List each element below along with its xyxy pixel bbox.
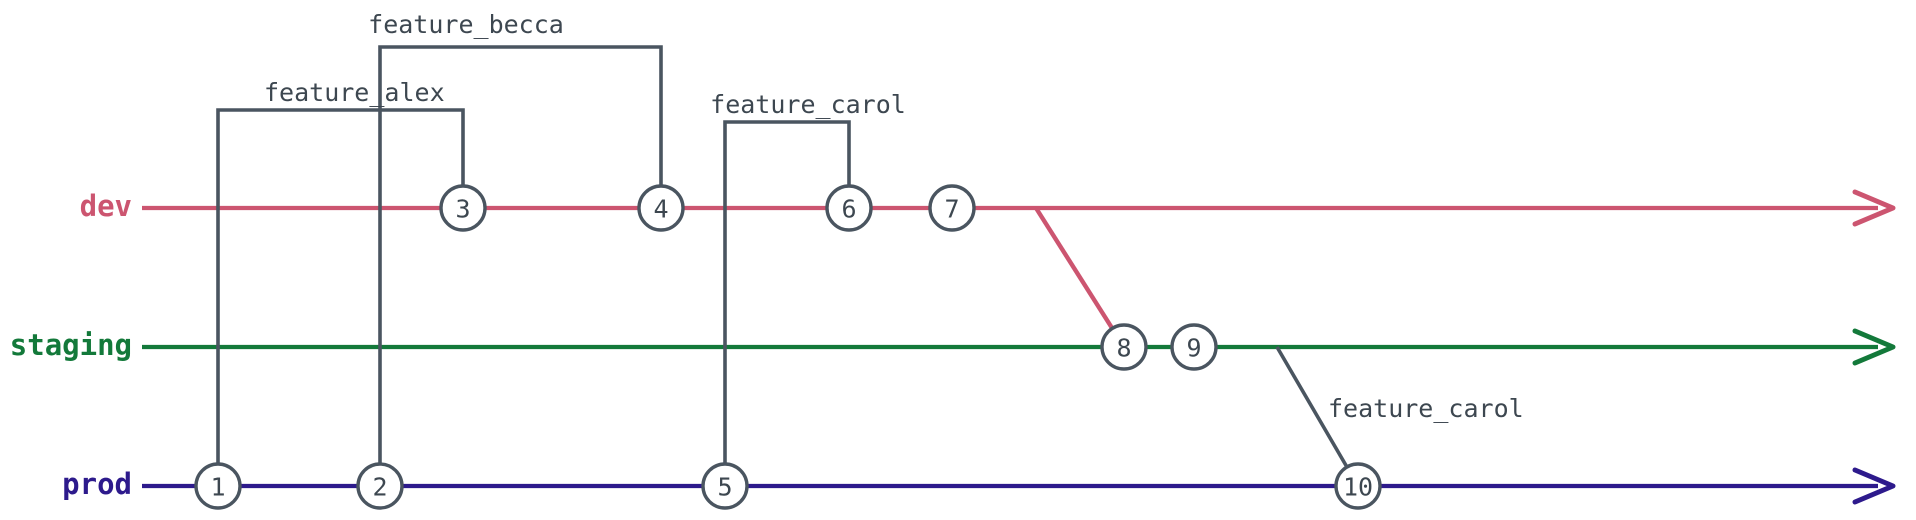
commit-label-7: 7 [944,195,959,224]
commit-circle-6[interactable] [825,184,873,232]
edge-feature-carol-deploy [1275,346,1360,487]
commit-circle-5[interactable] [701,462,749,510]
branch-labels: feature_alex feature_becca feature_carol… [264,10,1524,423]
edge-feature-becca [378,45,663,486]
arrow-dev-icon [1852,189,1896,227]
commit-label-3: 3 [455,195,470,224]
commit-node-1[interactable]: 1 [194,462,242,510]
branch-label-feature-carol-top: feature_carol [710,90,906,119]
commit-circle-7[interactable] [928,184,976,232]
arrow-prod-icon [1852,467,1896,505]
commit-circle-8[interactable] [1100,323,1148,371]
branch-label-feature-becca: feature_becca [368,10,564,39]
commit-label-10: 10 [1343,473,1373,502]
commit-label-1: 1 [210,473,225,502]
commit-label-9: 9 [1186,334,1201,363]
commit-label-4: 4 [653,195,668,224]
commit-node-9[interactable]: 9 [1170,323,1218,371]
commit-circle-1[interactable] [194,462,242,510]
commit-node-4[interactable]: 4 [637,184,685,232]
commit-label-6: 6 [841,195,856,224]
commit-label-8: 8 [1116,334,1131,363]
edge-feature-alex [216,108,465,486]
merge-dev-to-staging [1034,206,1126,349]
commit-node-6[interactable]: 6 [825,184,873,232]
commit-node-8[interactable]: 8 [1100,323,1148,371]
lane-label-dev: dev [80,189,132,223]
merge-edges [1034,206,1126,349]
commit-circle-9[interactable] [1170,323,1218,371]
commit-node-2[interactable]: 2 [356,462,404,510]
commit-nodes[interactable]: 1 2 3 4 5 6 7 [194,184,1382,510]
branch-label-feature-alex: feature_alex [264,78,445,107]
commit-node-5[interactable]: 5 [701,462,749,510]
lane-lines [142,205,1878,489]
arrow-staging-icon [1852,328,1896,366]
lane-labels: dev staging prod [10,189,132,501]
commit-circle-4[interactable] [637,184,685,232]
commit-node-3[interactable]: 3 [439,184,487,232]
feature-edges [216,45,1360,487]
edge-feature-carol [723,120,851,486]
commit-circle-10[interactable] [1334,462,1382,510]
branch-label-feature-carol-bottom: feature_carol [1328,394,1524,423]
lane-label-prod: prod [62,467,132,501]
commit-circle-3[interactable] [439,184,487,232]
commit-node-7[interactable]: 7 [928,184,976,232]
lane-arrowheads [1852,189,1896,505]
commit-label-5: 5 [717,473,732,502]
lane-label-staging: staging [10,328,132,362]
commit-node-10[interactable]: 10 [1334,462,1382,510]
commit-circle-2[interactable] [356,462,404,510]
commit-label-2: 2 [372,473,387,502]
